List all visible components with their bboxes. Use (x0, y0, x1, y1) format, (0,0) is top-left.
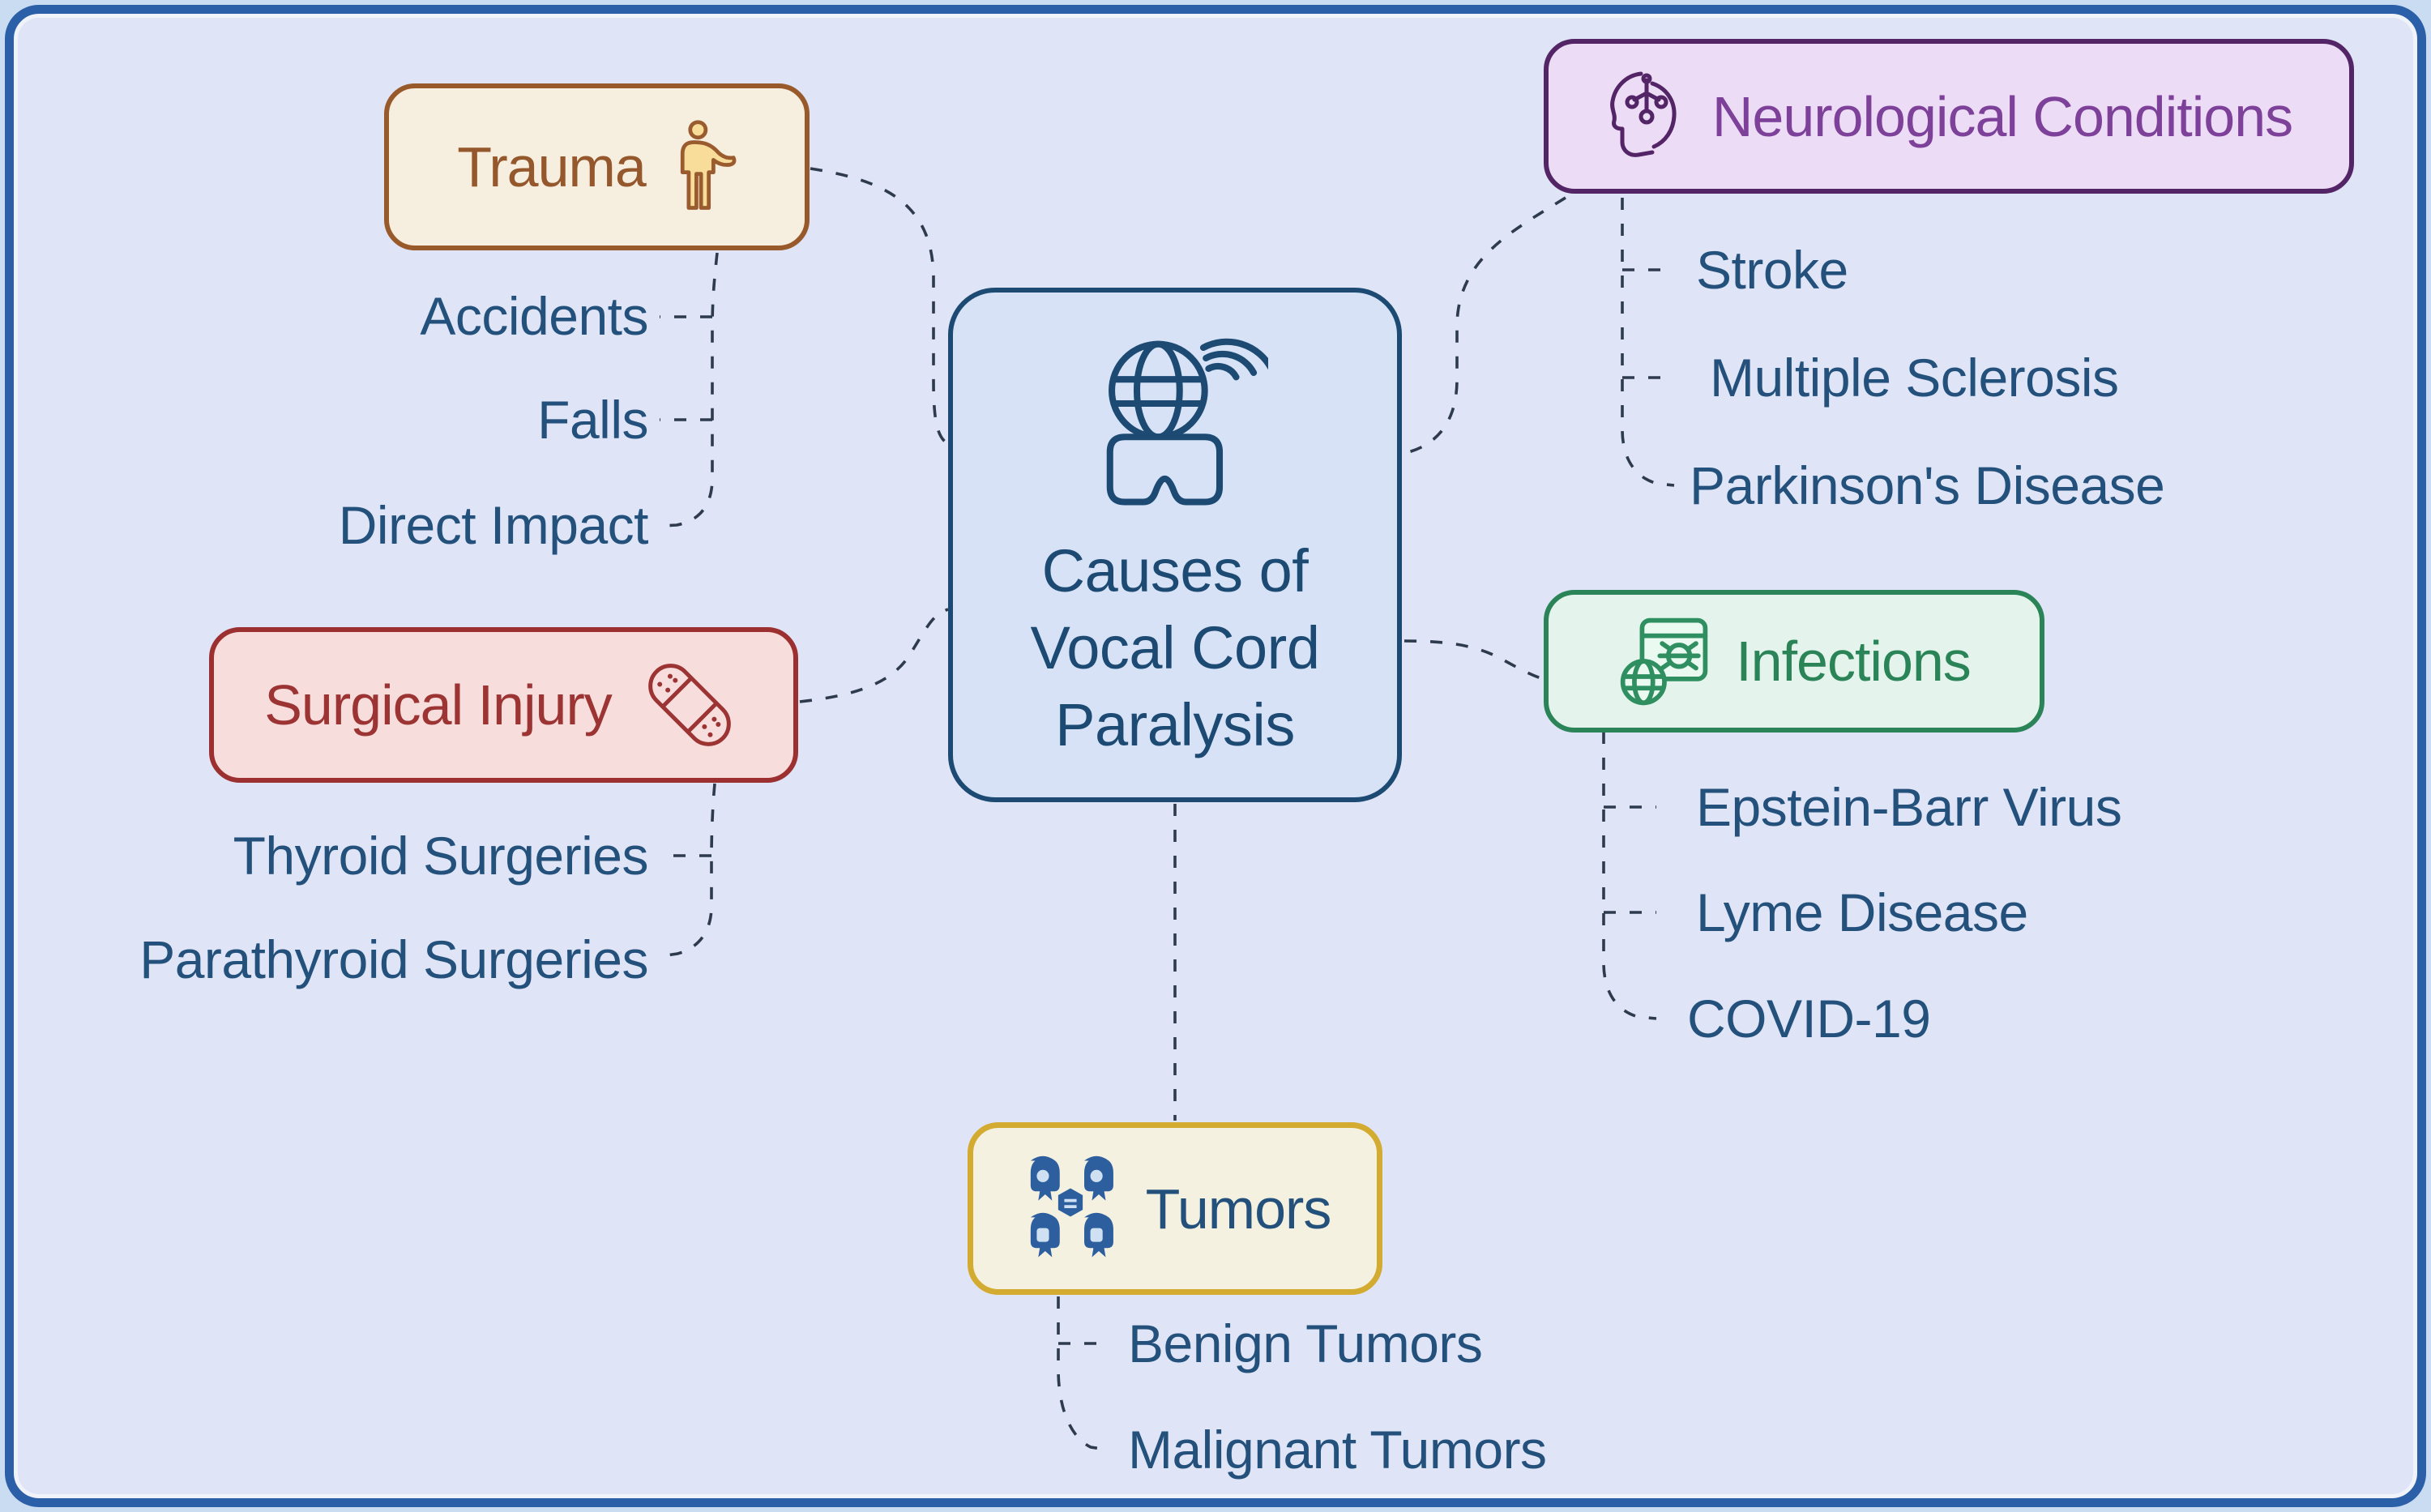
leaf-direct-impact: Direct Impact (338, 495, 649, 555)
leaf-benign-tumors: Benign Tumors (1128, 1313, 1483, 1373)
branch-surgical-injury: Surgical Injury (209, 627, 798, 783)
leaf-multiple-sclerosis: Multiple Sclerosis (1710, 348, 2119, 408)
injured-person-icon (680, 120, 737, 210)
leaf-lyme-disease: Lyme Disease (1696, 882, 2028, 942)
central-title-line-3: Paralysis (1055, 690, 1295, 758)
branch-neurological-conditions: Neurological Conditions (1544, 39, 2354, 194)
branch-trauma-label: Trauma (457, 135, 647, 199)
leaf-stroke: Stroke (1696, 240, 1848, 300)
leaf-malignant-tumors: Malignant Tumors (1128, 1420, 1547, 1480)
branch-surgical-injury-label: Surgical Injury (264, 673, 613, 737)
branch-infections: Infections (1544, 590, 2044, 733)
leaf-accidents: Accidents (420, 286, 648, 346)
branch-neurological-conditions-label: Neurological Conditions (1711, 84, 2293, 148)
central-title-line-1: Causes of (1041, 536, 1309, 604)
leaf-epstein-barr-virus: Epstein-Barr Virus (1696, 777, 2122, 837)
head-neuron-icon (1609, 71, 1677, 157)
branch-tumors: Tumors (968, 1122, 1382, 1295)
central-node: Causes of Vocal Cord Paralysis (948, 288, 1402, 802)
globe-vr-headset-icon (1106, 338, 1268, 506)
branch-trauma: Trauma (384, 83, 810, 250)
leaf-covid-19: COVID-19 (1687, 989, 1931, 1049)
leaf-falls: Falls (537, 390, 648, 450)
web-virus-icon (1620, 617, 1708, 706)
central-title: Causes of Vocal Cord Paralysis (1031, 532, 1320, 763)
branch-infections-label: Infections (1736, 630, 1972, 693)
branch-tumors-label: Tumors (1145, 1177, 1332, 1241)
leaf-parathyroid-surgeries: Parathyroid Surgeries (139, 929, 648, 989)
leaf-parkinsons-disease: Parkinson's Disease (1690, 455, 2165, 515)
leaf-thyroid-surgeries: Thyroid Surgeries (233, 826, 649, 886)
central-title-line-2: Vocal Cord (1030, 613, 1320, 681)
bandage-icon (647, 664, 731, 746)
cell-cluster-icon (1030, 1155, 1113, 1258)
